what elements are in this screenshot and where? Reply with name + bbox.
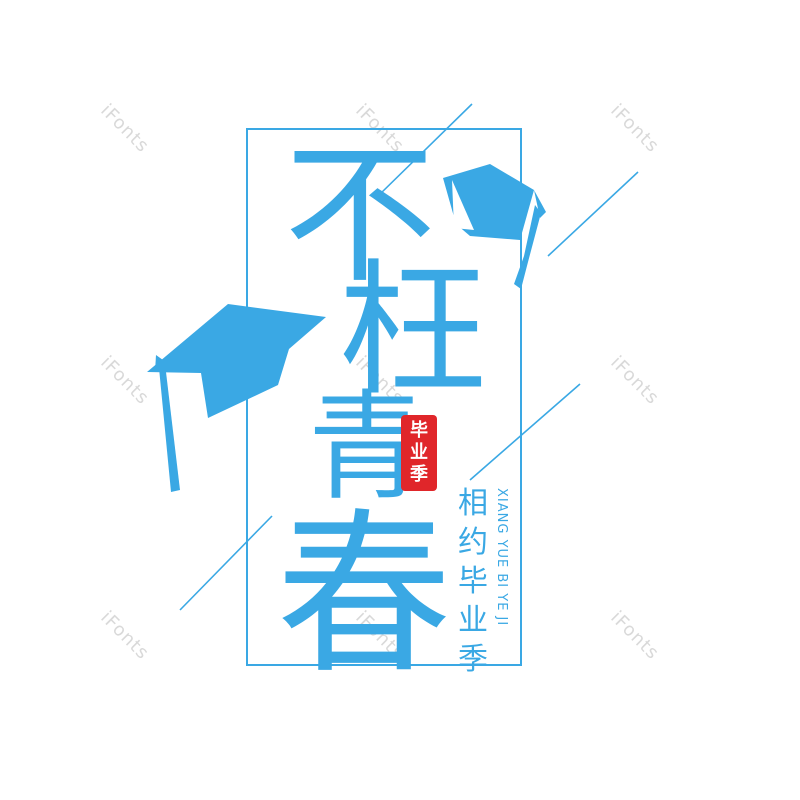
seal-char: 业 — [410, 442, 428, 463]
title-frame — [246, 128, 522, 666]
seal-char: 季 — [410, 464, 428, 485]
diagonal-line — [469, 383, 581, 481]
diagonal-line — [547, 171, 639, 257]
subtitle-char: 约 — [458, 525, 488, 560]
title-char-4: 春 — [276, 493, 453, 698]
graduation-cap-icon — [147, 304, 326, 492]
diagonal-lines — [179, 103, 639, 611]
diagonal-line — [377, 103, 473, 197]
subtitle-char: 相 — [458, 486, 488, 521]
title-char-2: 枉 — [340, 246, 486, 416]
diagonal-line — [179, 515, 273, 611]
title-char-1: 不 — [284, 127, 436, 304]
seal-char: 毕 — [410, 420, 428, 441]
subtitle-char: 业 — [458, 603, 488, 638]
subtitle-char: 毕 — [458, 564, 488, 599]
subtitle-char: 季 — [458, 642, 488, 677]
red-seal-stamp: 毕 业 季 — [401, 415, 437, 491]
subtitle-pinyin: XIANG YUE BI YE JI — [494, 488, 509, 627]
vertical-subtitle: 相 约 毕 业 季 — [454, 484, 492, 679]
